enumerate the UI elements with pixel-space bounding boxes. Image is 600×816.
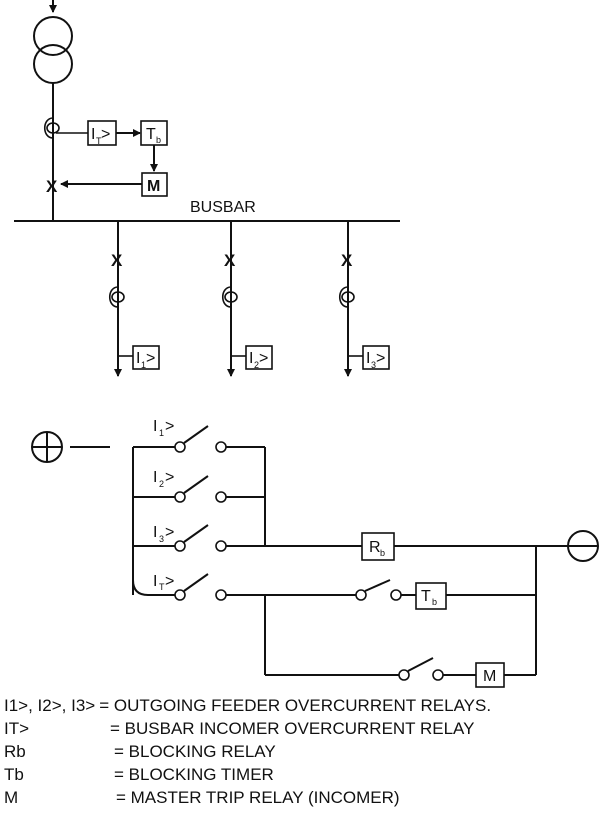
- contact-it: I T >: [132, 573, 227, 601]
- svg-text:b: b: [156, 135, 161, 145]
- rb-contact: [355, 579, 402, 601]
- feeder-3: X I 3 >: [338, 221, 390, 377]
- legend-desc: = OUTGOING FEEDER OVERCURRENT RELAYS.: [99, 696, 492, 715]
- svg-text:>: >: [165, 524, 174, 541]
- svg-text:X: X: [341, 251, 353, 270]
- svg-text:I: I: [153, 524, 157, 541]
- svg-text:I: I: [153, 573, 157, 590]
- legend-key: IT>: [4, 719, 30, 738]
- legend-key: M: [4, 788, 19, 807]
- legend-desc: = BLOCKING RELAY: [114, 742, 276, 761]
- svg-text:I: I: [153, 418, 157, 435]
- svg-text:T: T: [159, 582, 165, 592]
- master-trip-box: M: [475, 662, 505, 688]
- legend-key: I1>, I2>, I3>: [4, 696, 96, 715]
- legend-desc: = BLOCKING TIMER: [114, 765, 274, 784]
- tb-contact: [398, 657, 444, 681]
- svg-text:M: M: [483, 668, 496, 685]
- master-trip-box-top: M: [141, 172, 168, 197]
- svg-text:X: X: [224, 251, 236, 270]
- svg-text:X: X: [111, 251, 123, 270]
- svg-text:T: T: [96, 136, 102, 146]
- control-circuit: I 1 > I 2 > I 3 >: [31, 418, 599, 688]
- legend-row: M = MASTER TRIP RELAY (INCOMER): [4, 786, 491, 809]
- svg-text:>: >: [165, 418, 174, 435]
- svg-text:>: >: [165, 469, 174, 486]
- svg-text:3: 3: [159, 534, 164, 544]
- busbar-label: BUSBAR: [190, 199, 256, 216]
- blocking-timer-box: T b: [415, 582, 447, 610]
- svg-text:T: T: [146, 126, 156, 143]
- incomer-breaker-mark: X: [46, 177, 58, 196]
- svg-text:>: >: [101, 126, 110, 143]
- legend-row: IT> = BUSBAR INCOMER OVERCURRENT RELAY: [4, 717, 491, 740]
- blocking-relay-box: R b: [361, 532, 395, 561]
- svg-text:>: >: [376, 350, 385, 367]
- contact-i1: I 1 >: [133, 418, 265, 453]
- svg-text:b: b: [380, 548, 385, 558]
- svg-text:I: I: [136, 350, 140, 367]
- svg-text:I: I: [366, 350, 370, 367]
- legend-row: I1>, I2>, I3> = OUTGOING FEEDER OVERCURR…: [4, 694, 491, 717]
- transformer-icon: [33, 16, 73, 84]
- legend-key: Rb: [4, 742, 26, 761]
- feeder-1: X I 1 >: [108, 221, 160, 377]
- svg-text:b: b: [432, 597, 437, 607]
- contact-i2: I 2 >: [133, 469, 265, 503]
- svg-text:I: I: [249, 350, 253, 367]
- blocking-timer-box-top: T b: [140, 120, 168, 146]
- legend-desc: = BUSBAR INCOMER OVERCURRENT RELAY: [110, 719, 475, 738]
- incomer-relay-box: I T >: [87, 120, 117, 146]
- negative-terminal-icon: [567, 530, 599, 562]
- legend-desc: = MASTER TRIP RELAY (INCOMER): [116, 788, 400, 807]
- svg-text:T: T: [421, 588, 431, 605]
- svg-text:>: >: [259, 350, 268, 367]
- svg-text:2: 2: [254, 360, 259, 370]
- svg-text:3: 3: [371, 360, 376, 370]
- feeder-2: X I 2 >: [221, 221, 273, 377]
- svg-text:I: I: [153, 469, 157, 486]
- current-transformer-icon: [43, 117, 60, 139]
- svg-text:1: 1: [141, 360, 146, 370]
- svg-text:>: >: [165, 573, 174, 590]
- svg-text:M: M: [147, 178, 160, 195]
- positive-terminal-icon: [31, 431, 63, 463]
- legend-row: Tb = BLOCKING TIMER: [4, 763, 491, 786]
- contact-i3: I 3 >: [133, 524, 265, 552]
- svg-text:2: 2: [159, 479, 164, 489]
- legend-key: Tb: [4, 765, 24, 784]
- svg-text:R: R: [369, 539, 381, 556]
- incomer: I T > T b M X: [33, 0, 168, 220]
- svg-text:1: 1: [159, 428, 164, 438]
- svg-text:>: >: [146, 350, 155, 367]
- svg-text:I: I: [91, 126, 95, 143]
- legend-row: Rb = BLOCKING RELAY: [4, 740, 491, 763]
- legend: I1>, I2>, I3> = OUTGOING FEEDER OVERCURR…: [4, 694, 491, 809]
